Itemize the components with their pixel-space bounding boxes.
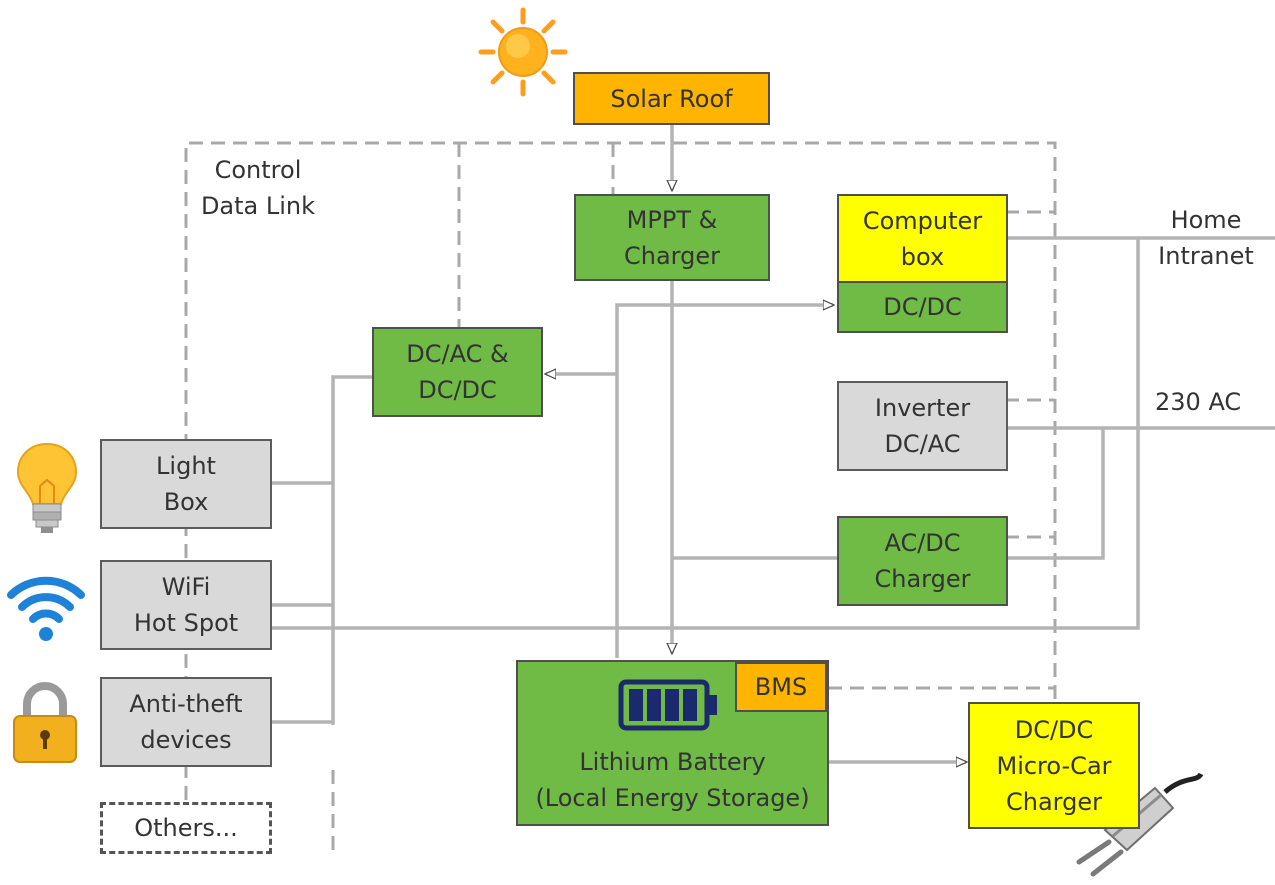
others-box: Others... xyxy=(100,802,272,854)
solar-roof-box: Solar Roof xyxy=(573,72,770,125)
control-data-link-lines xyxy=(184,141,1057,850)
wifi-hot-spot-box: WiFi Hot Spot xyxy=(100,560,272,650)
control-data-link-label: Control Data Link xyxy=(200,156,316,220)
bms-box: BMS xyxy=(735,662,827,712)
power-lines xyxy=(271,124,1275,762)
padlock-icon xyxy=(13,682,77,763)
sun-icon xyxy=(478,7,568,97)
computer-box: Computer box xyxy=(837,194,1008,283)
micro-car-charger-box: DC/DC Micro-Car Charger xyxy=(968,702,1140,829)
battery-icon xyxy=(618,679,717,731)
light-bulb-icon xyxy=(16,442,78,533)
dcac-dcdc-box: DC/AC & DC/DC xyxy=(372,327,543,417)
computer-dcdc-box: DC/DC xyxy=(837,281,1008,333)
home-intranet-label: Home Intranet xyxy=(1158,206,1254,270)
light-box: Light Box xyxy=(100,439,272,529)
anti-theft-box: Anti-theft devices xyxy=(100,677,272,767)
ac-230-label: 230 AC xyxy=(1155,388,1242,416)
inverter-box: Inverter DC/AC xyxy=(837,381,1008,471)
mppt-charger-box: MPPT & Charger xyxy=(574,194,770,281)
wifi-icon xyxy=(7,576,85,641)
acdc-charger-box: AC/DC Charger xyxy=(837,516,1008,606)
